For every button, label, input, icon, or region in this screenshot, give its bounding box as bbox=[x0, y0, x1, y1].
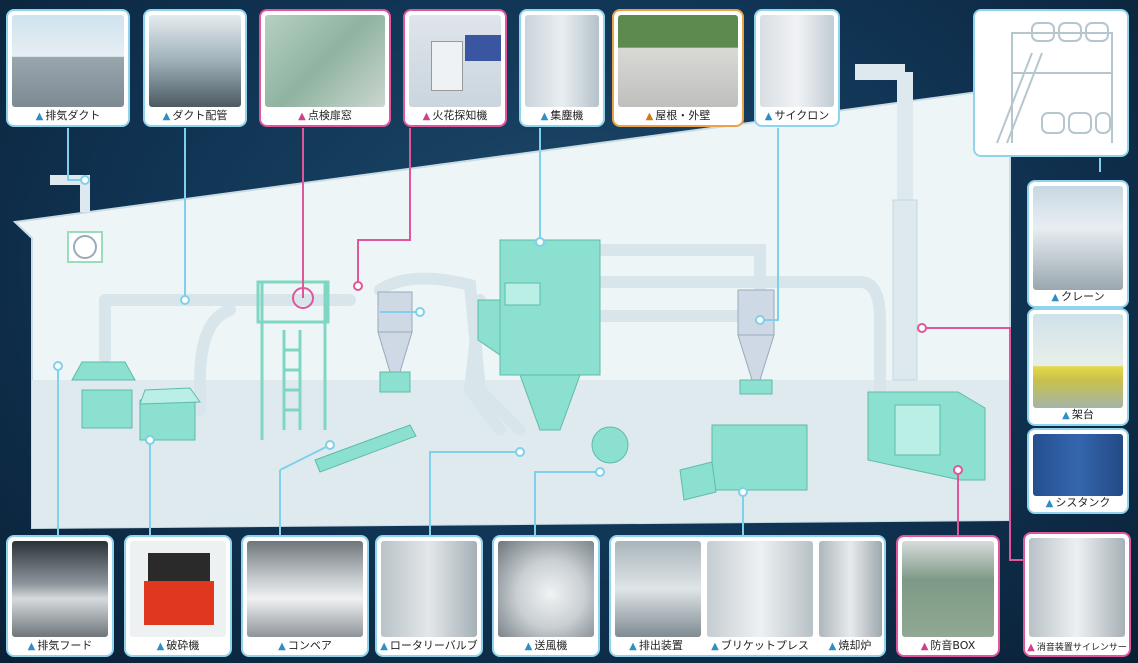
inspection-door-photo bbox=[265, 15, 385, 107]
triangle-icon: ▲ bbox=[156, 641, 165, 652]
label-briquette-press: ブリケットプレス bbox=[720, 639, 809, 652]
card-silencer[interactable]: ▲消音装置サイレンサー bbox=[1023, 532, 1131, 657]
label-crusher: 破砕機 bbox=[166, 639, 200, 652]
cyclone-1 bbox=[377, 291, 413, 393]
card-soundproof-box[interactable]: ▲防音BOX bbox=[896, 535, 1000, 657]
silencer-photo bbox=[1029, 538, 1125, 637]
label-cistern-tank: シスタンク bbox=[1055, 496, 1111, 509]
triangle-icon: ▲ bbox=[1045, 498, 1054, 509]
card-discharge-group[interactable]: ▲排出装置 ▲ブリケットプレス ▲焼却炉 bbox=[609, 535, 886, 657]
triangle-icon: ▲ bbox=[298, 111, 306, 122]
card-roof-wall[interactable]: ▲屋根・外壁 bbox=[612, 9, 744, 127]
label-cyclone: サイクロン bbox=[774, 109, 830, 122]
card-cistern-tank[interactable]: ▲シスタンク bbox=[1027, 428, 1129, 514]
soundproof-box-unit bbox=[867, 391, 986, 481]
steel-frame bbox=[256, 280, 330, 440]
callout-lines-blue bbox=[57, 128, 1101, 535]
label-soundproof-box: 防音BOX bbox=[930, 639, 976, 652]
triangle-icon: ▲ bbox=[645, 111, 654, 122]
duct-network bbox=[99, 244, 886, 436]
card-duct-piping[interactable]: ▲ダクト配管 bbox=[143, 9, 247, 127]
label-blower: 送風機 bbox=[534, 639, 568, 652]
label-exhaust-duct: 排気ダクト bbox=[45, 109, 101, 122]
roof-exhaust-duct bbox=[50, 175, 90, 212]
blower-photo bbox=[498, 541, 594, 637]
card-crusher[interactable]: ▲破砕機 bbox=[124, 535, 232, 657]
triangle-icon: ▲ bbox=[380, 641, 388, 652]
exhaust-hood-photo bbox=[12, 541, 108, 637]
spark-detector-photo bbox=[409, 15, 501, 107]
card-spark-detector[interactable]: ▲火花探知機 bbox=[403, 9, 507, 127]
triangle-icon: ▲ bbox=[764, 111, 773, 122]
label-silencer: 消音装置サイレンサー bbox=[1036, 643, 1127, 653]
label-spark-detector: 火花探知機 bbox=[432, 109, 488, 122]
label-incinerator: 焼却炉 bbox=[838, 639, 872, 652]
triangle-icon: ▲ bbox=[1027, 642, 1035, 653]
triangle-icon: ▲ bbox=[1051, 292, 1060, 303]
triangle-icon: ▲ bbox=[540, 111, 549, 122]
conveyor-unit bbox=[314, 424, 417, 473]
exhaust-hood-unit bbox=[71, 361, 136, 381]
duct-piping-photo bbox=[149, 15, 241, 107]
card-exhaust-hood[interactable]: ▲排気フード bbox=[6, 535, 114, 657]
conveyor-photo bbox=[247, 541, 363, 637]
card-rotary-valve[interactable]: ▲ロータリーバルブ bbox=[375, 535, 483, 657]
label-roof-wall: 屋根・外壁 bbox=[655, 109, 711, 122]
triangle-icon: ▲ bbox=[162, 111, 171, 122]
label-crane: クレーン bbox=[1061, 290, 1105, 303]
label-discharge-device: 排出装置 bbox=[638, 639, 683, 652]
label-duct-piping: ダクト配管 bbox=[172, 109, 228, 122]
triangle-icon: ▲ bbox=[828, 641, 837, 652]
incinerator-photo bbox=[819, 541, 882, 637]
exhaust-duct-photo bbox=[12, 15, 124, 107]
rotary-valve-photo bbox=[381, 541, 477, 637]
blower-unit bbox=[591, 426, 629, 464]
label-rotary-valve: ロータリーバルブ bbox=[389, 639, 478, 652]
triangle-icon: ▲ bbox=[35, 111, 44, 122]
triangle-icon: ▲ bbox=[27, 641, 36, 652]
soundproof-box-photo bbox=[902, 541, 994, 637]
card-cyclone[interactable]: ▲サイクロン bbox=[754, 9, 840, 127]
triangle-icon: ▲ bbox=[278, 641, 286, 652]
card-conveyor[interactable]: ▲コンベア bbox=[241, 535, 369, 657]
triangle-icon: ▲ bbox=[524, 641, 533, 652]
dust-collector-unit bbox=[477, 239, 601, 431]
label-exhaust-hood: 排気フード bbox=[37, 639, 93, 652]
cyclone-photo bbox=[760, 15, 834, 107]
card-crane-diagram bbox=[973, 9, 1129, 157]
label-conveyor: コンベア bbox=[287, 639, 332, 652]
crusher-unit bbox=[139, 399, 196, 441]
discharge-device-photo bbox=[615, 541, 701, 637]
label-dust-collector: 集塵機 bbox=[550, 109, 584, 122]
briquette-press-unit bbox=[711, 424, 808, 491]
callout-lines-pink bbox=[302, 128, 1025, 561]
card-blower[interactable]: ▲送風機 bbox=[492, 535, 600, 657]
triangle-icon: ▲ bbox=[629, 641, 637, 652]
dust-collector-photo bbox=[525, 15, 599, 107]
card-dust-collector[interactable]: ▲集塵機 bbox=[519, 9, 605, 127]
card-inspection-door[interactable]: ▲点検扉窓 bbox=[259, 9, 391, 127]
label-inspection-door: 点検扉窓 bbox=[307, 109, 352, 122]
cyclone-2 bbox=[737, 289, 775, 395]
card-stand[interactable]: ▲架台 bbox=[1027, 308, 1129, 426]
crane-photo bbox=[1033, 186, 1123, 290]
roof-wall-photo bbox=[618, 15, 738, 107]
label-stand: 架台 bbox=[1071, 408, 1094, 421]
cistern-tank-photo bbox=[1033, 434, 1123, 496]
triangle-icon: ▲ bbox=[920, 641, 929, 652]
card-crane[interactable]: ▲クレーン bbox=[1027, 180, 1129, 308]
triangle-icon: ▲ bbox=[1062, 410, 1070, 421]
card-exhaust-duct[interactable]: ▲排気ダクト bbox=[6, 9, 130, 127]
callout-dots bbox=[53, 140, 1105, 497]
stand-photo bbox=[1033, 314, 1123, 408]
triangle-icon: ▲ bbox=[422, 111, 431, 122]
crane-structure-drawing bbox=[996, 22, 1113, 144]
crusher-photo bbox=[130, 541, 226, 637]
briquette-press-photo bbox=[707, 541, 813, 637]
triangle-icon: ▲ bbox=[711, 641, 719, 652]
